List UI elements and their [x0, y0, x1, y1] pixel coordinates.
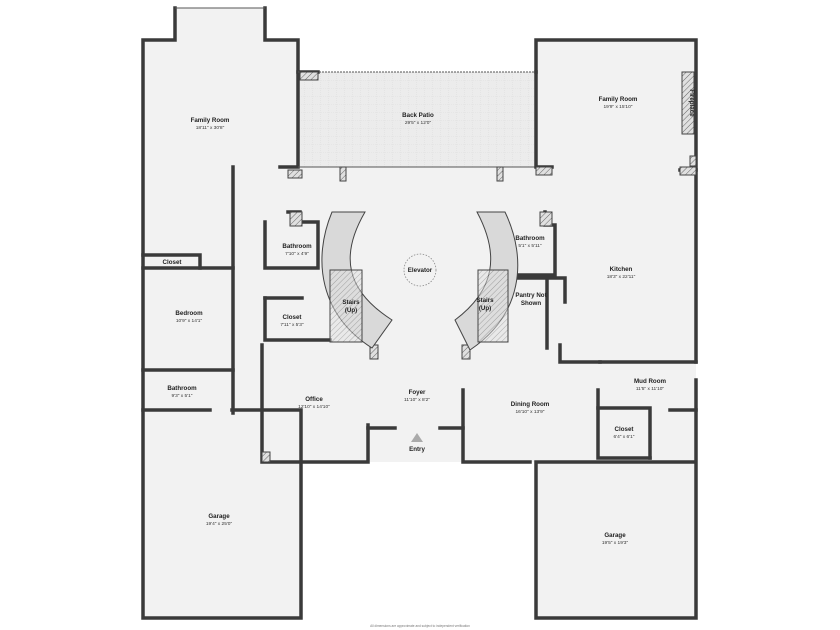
- garage-right-dims: 19'5" x 19'3": [602, 540, 629, 546]
- family-room-left-dims: 18'11" x 30'8": [196, 125, 225, 131]
- bathroom-center-right-name: Bathroom: [515, 235, 545, 242]
- garage-left-name: Garage: [208, 513, 230, 520]
- stairs-left-name: Stairs: [342, 299, 360, 306]
- fireplace-shape: [681, 71, 695, 135]
- closet-mid-dims: 7'11" x 5'3": [280, 322, 304, 328]
- dining-room-name: Dining Room: [511, 401, 550, 408]
- bedroom-dims: 10'9" x 14'1": [176, 318, 203, 324]
- garage-left-dims: 19'4" x 25'0": [206, 521, 233, 527]
- bathroom-left-dims: 9'3" x 5'1": [172, 393, 193, 399]
- kitchen-dims: 18'3" x 22'11": [607, 274, 636, 280]
- bedroom-name: Bedroom: [175, 310, 203, 317]
- back-patio-name: Back Patio: [402, 112, 434, 119]
- bathroom-center-left-dims: 7'10" x 4'9": [285, 251, 309, 257]
- mud-room-name: Mud Room: [634, 378, 666, 385]
- bathroom-center-right-dims: 5'1" x 5'11": [518, 243, 542, 249]
- family-room-left-name: Family Room: [191, 117, 230, 124]
- pantry-line1: Pantry Not: [515, 292, 546, 299]
- family-room-right-dims: 19'9" x 15'10": [604, 104, 633, 110]
- columns: [261, 71, 697, 463]
- footer-disclaimer: All dimensions are approximate and subje…: [370, 624, 470, 628]
- room-labels: Family Room 18'11" x 30'8" Back Patio 29…: [163, 89, 695, 628]
- elevator-label: Elevator: [408, 267, 433, 274]
- dining-room-dims: 16'10" x 13'9": [516, 409, 545, 415]
- foyer-name: Foyer: [409, 389, 426, 396]
- bathroom-left-name: Bathroom: [167, 385, 197, 392]
- closet-top-name: Closet: [163, 259, 182, 266]
- office-name: Office: [305, 396, 323, 403]
- foyer-dims: 11'10" x 8'2": [404, 397, 430, 403]
- family-room-right-name: Family Room: [599, 96, 638, 103]
- office-dims: 12'10" x 14'10": [298, 404, 330, 410]
- closet-right-name: Closet: [615, 426, 634, 433]
- garage-right-name: Garage: [604, 532, 626, 539]
- entry-arrow-icon: [411, 433, 423, 442]
- closet-right-dims: 6'4" x 6'1": [614, 434, 635, 440]
- floor-fill: [143, 8, 696, 618]
- stairs-left-sub: (Up): [345, 307, 357, 314]
- stairs-right-sub: (Up): [479, 305, 491, 312]
- bathroom-center-left-name: Bathroom: [282, 243, 312, 250]
- mud-room-dims: 11'5" x 11'10": [636, 386, 665, 392]
- back-patio-dims: 29'5" x 12'0": [405, 120, 432, 126]
- fireplace-label: Fireplace: [688, 89, 695, 117]
- entry-name: Entry: [409, 446, 425, 453]
- elevator-outline: [403, 253, 437, 287]
- stairs-right-name: Stairs: [476, 297, 494, 304]
- kitchen-name: Kitchen: [610, 266, 633, 273]
- closet-mid-name: Closet: [283, 314, 302, 321]
- pantry-line2: Shown: [521, 300, 541, 307]
